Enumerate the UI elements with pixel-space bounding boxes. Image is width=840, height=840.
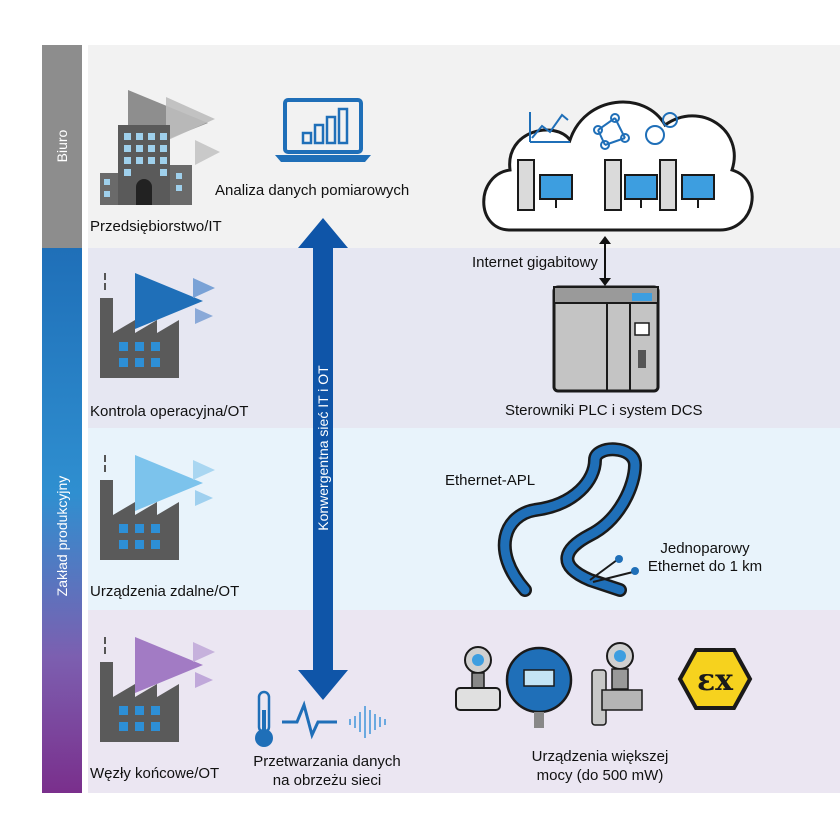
ex-mark: εx bbox=[697, 663, 734, 698]
ex-atex-icon: εx bbox=[677, 648, 753, 710]
internet-label: Internet gigabitowy bbox=[472, 254, 598, 271]
edge-line2: na obrzeżu sieci bbox=[272, 772, 382, 789]
edge-line1: Przetwarzania danych bbox=[253, 753, 401, 770]
factory-icon-field bbox=[100, 637, 215, 742]
devices-line2: mocy (do 500 mW) bbox=[536, 767, 664, 784]
single-pair-line1: Jednoparowy bbox=[660, 540, 750, 557]
cloud-servers-icon bbox=[482, 100, 754, 232]
devices-label: Urządzenia większej mocy (do 500 mW) bbox=[500, 747, 700, 785]
apl-label: Ethernet-APL bbox=[445, 472, 536, 489]
single-pair-line2: Ethernet do 1 km bbox=[647, 558, 763, 575]
convergence-arrow bbox=[298, 218, 348, 700]
cable-icon bbox=[497, 442, 643, 597]
laptop-chart-icon bbox=[275, 98, 371, 162]
level-label-field: Węzły końcowe/OT bbox=[90, 765, 220, 782]
convergence-label: Konwergentna sieć IT i OT bbox=[315, 365, 331, 531]
sidebar-office bbox=[42, 45, 82, 248]
level-label-enterprise: Przedsiębiorstwo/IT bbox=[90, 218, 222, 235]
factory-icon-control bbox=[100, 273, 215, 378]
plc-icon bbox=[552, 285, 660, 393]
thermometer-icon bbox=[255, 690, 273, 747]
control-band bbox=[88, 248, 840, 428]
building-icon bbox=[100, 90, 220, 205]
level-label-control: Kontrola operacyjna/OT bbox=[90, 403, 249, 420]
single-pair-label: Jednoparowy Ethernet do 1 km bbox=[640, 540, 770, 576]
sidebar-plant-label: Zakład produkcyjny bbox=[54, 475, 70, 597]
remote-band bbox=[88, 428, 840, 610]
sidebar-office-label: Biuro bbox=[54, 129, 70, 163]
transmitter-icon bbox=[455, 642, 643, 728]
internet-link-arrow bbox=[599, 236, 611, 286]
factory-icon-remote bbox=[100, 455, 215, 560]
sidebar-plant bbox=[42, 248, 82, 793]
devices-line1: Urządzenia większej bbox=[531, 748, 669, 765]
level-label-remote: Urządzenia zdalne/OT bbox=[90, 583, 240, 600]
edge-label: Przetwarzania danych na obrzeżu sieci bbox=[232, 752, 422, 790]
analysis-label: Analiza danych pomiarowych bbox=[215, 182, 410, 199]
waveform-icon bbox=[282, 700, 386, 740]
plc-label: Sterowniki PLC i system DCS bbox=[505, 402, 703, 419]
